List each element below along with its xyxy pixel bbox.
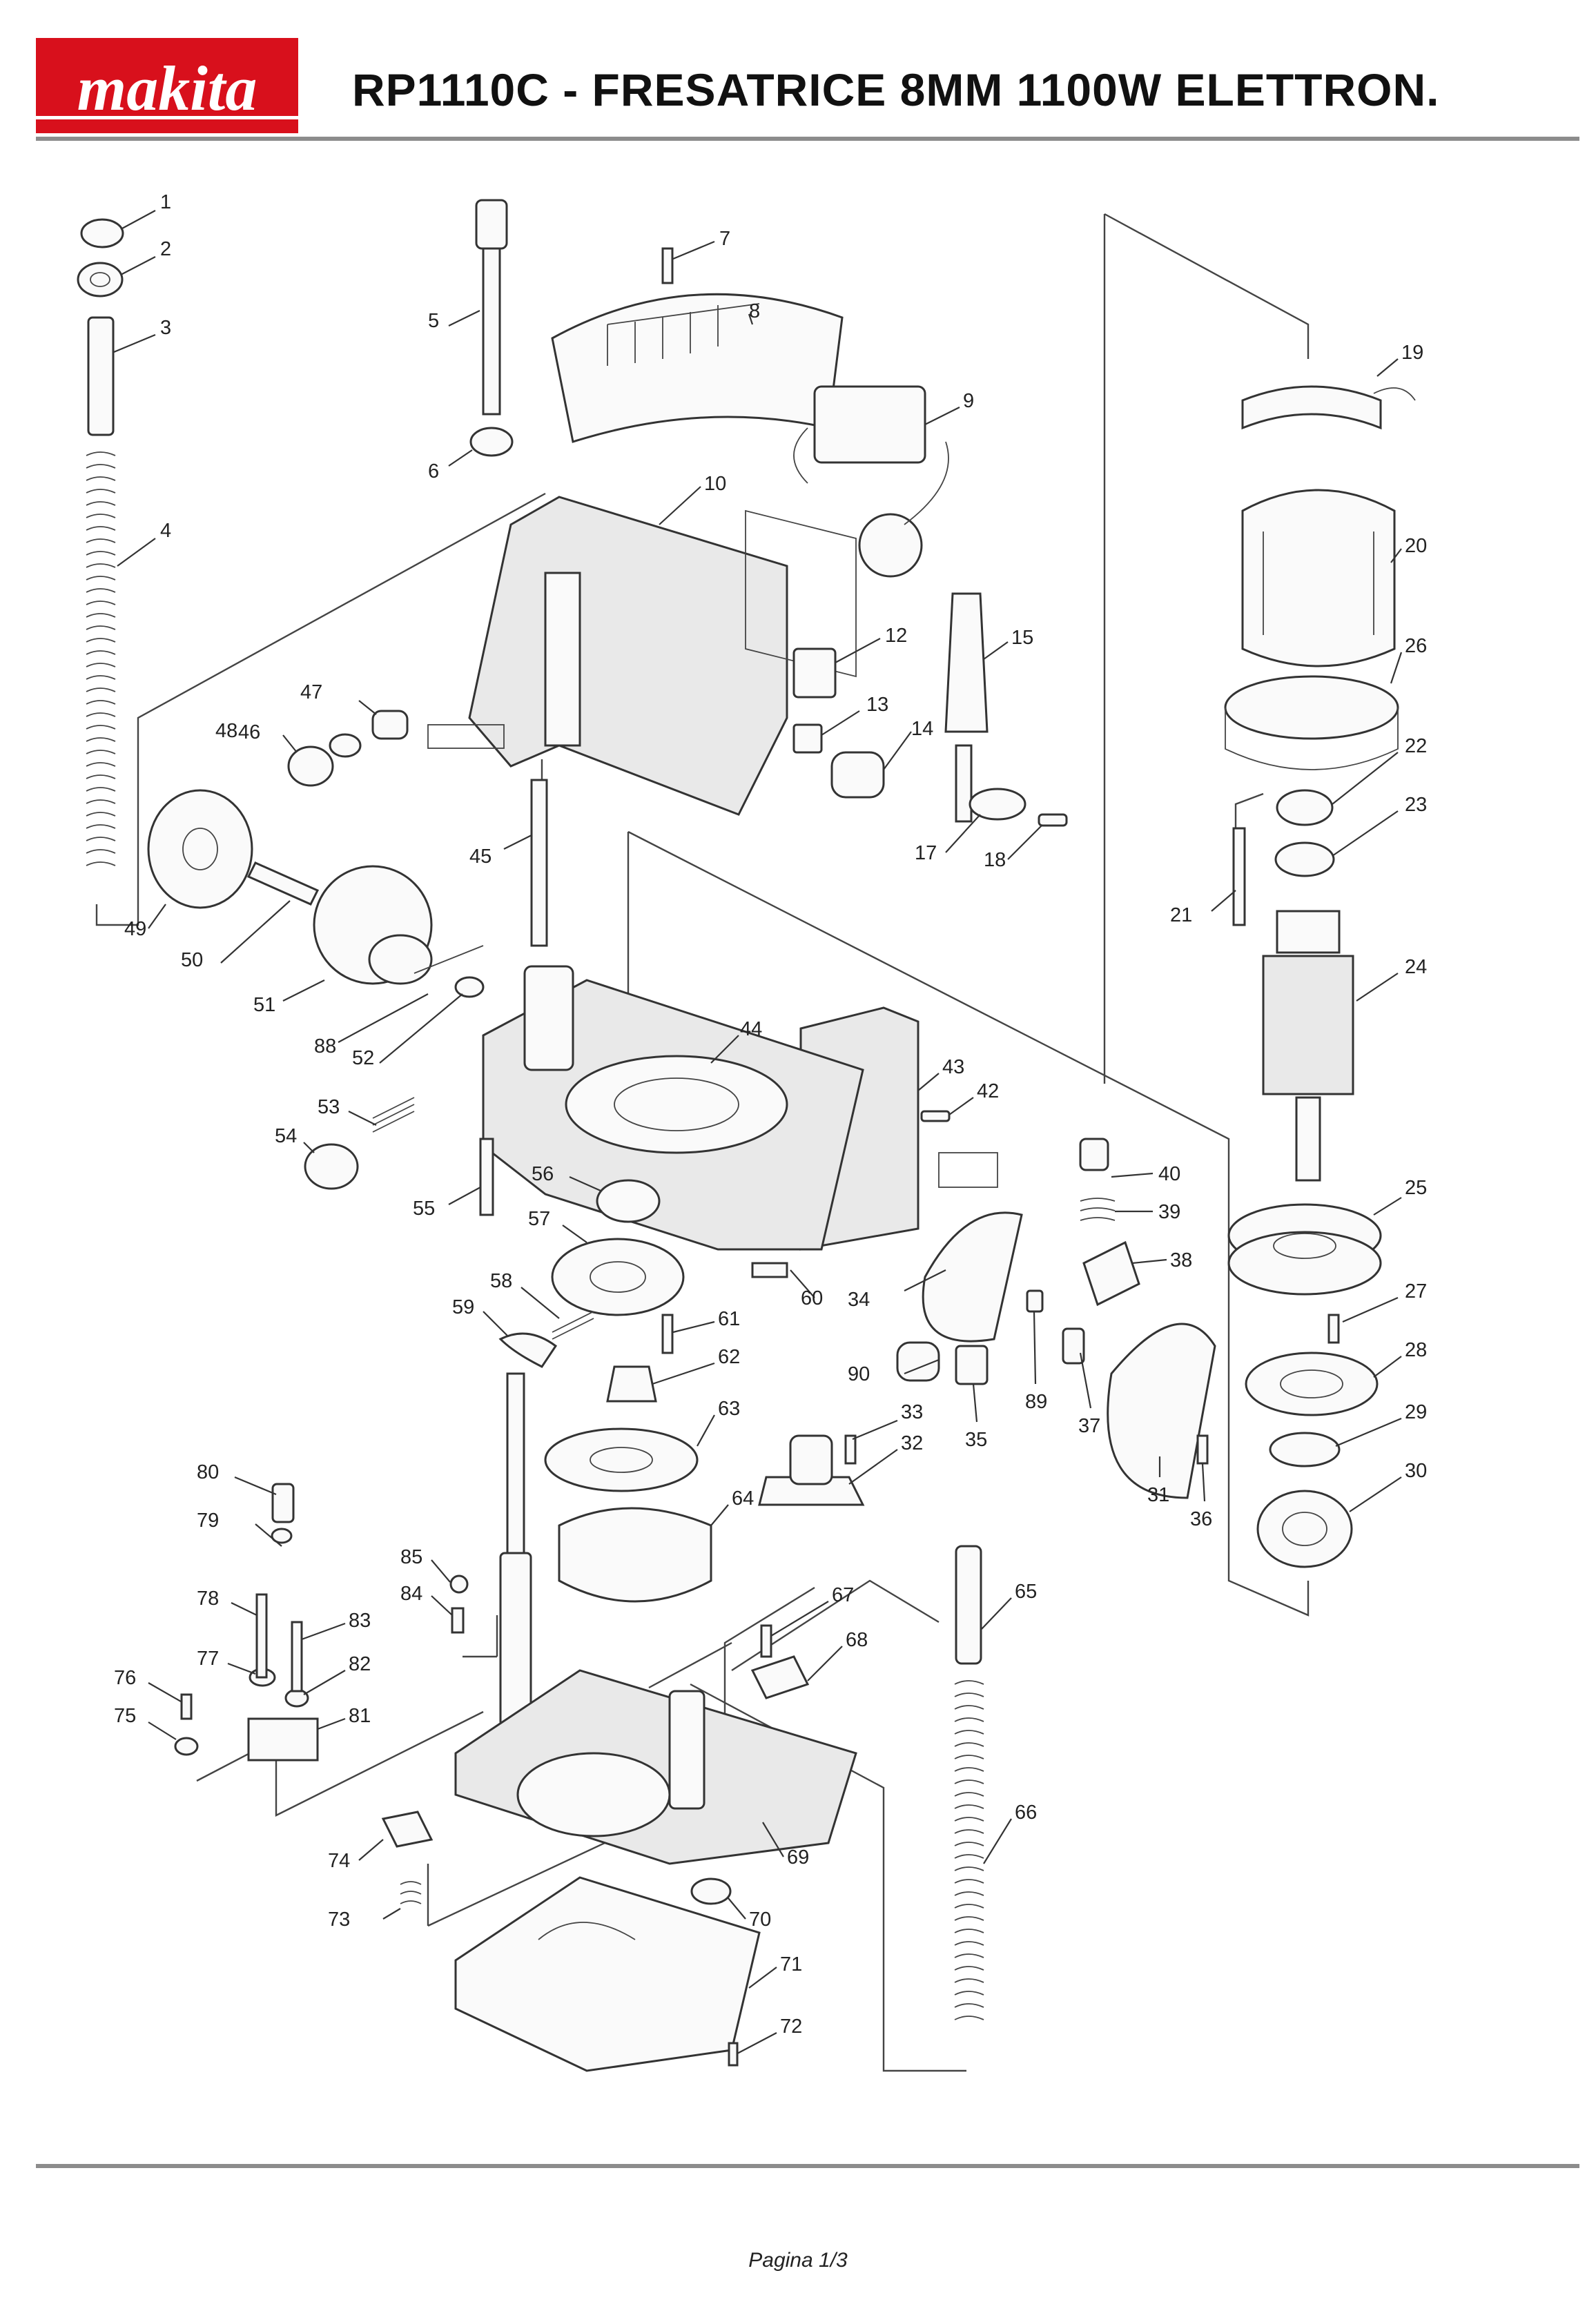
part-label: 28 (1405, 1339, 1427, 1361)
part-label: 6 (428, 460, 439, 482)
part-label: 71 (780, 1953, 802, 1976)
part-label: 29 (1405, 1401, 1427, 1423)
part-label: 34 (848, 1289, 870, 1311)
footer-rule (36, 2164, 1579, 2168)
part-label: 13 (866, 694, 888, 716)
part-label: 27 (1405, 1280, 1427, 1303)
part-label: 54 (275, 1125, 297, 1147)
assembly-frame-lines (95, 213, 1310, 2072)
part-label: 24 (1405, 956, 1427, 978)
part-label: 33 (901, 1401, 923, 1423)
part-label: 58 (490, 1270, 512, 1292)
part-label: 77 (197, 1648, 219, 1670)
part-label: 65 (1015, 1581, 1037, 1603)
part-label: 10 (704, 473, 726, 495)
part-label: 67 (832, 1584, 854, 1606)
part-label: 32 (901, 1432, 923, 1454)
part-label: 12 (885, 625, 907, 647)
part-label: 22 (1405, 735, 1427, 757)
part-label: 85 (400, 1546, 422, 1568)
part-label: 63 (718, 1398, 740, 1420)
header-rule (36, 137, 1579, 141)
part-label: 5 (428, 310, 439, 332)
page-title: RP1110C - FRESATRICE 8MM 1100W ELETTRON. (352, 64, 1440, 115)
part-label: 17 (915, 842, 937, 864)
part-label: 38 (1170, 1249, 1192, 1271)
part-label: 4 (160, 520, 171, 542)
part-label: 56 (532, 1163, 554, 1185)
part-label: 15 (1011, 627, 1033, 649)
leader-lines (113, 210, 1403, 2054)
part-label: 60 (801, 1287, 823, 1309)
part-label: 2 (160, 238, 171, 260)
part-label: 31 (1147, 1484, 1169, 1506)
part-label: 76 (114, 1667, 136, 1689)
part-label: 80 (197, 1461, 219, 1483)
part-label: 19 (1401, 342, 1423, 364)
part-label: 57 (528, 1208, 550, 1230)
part-label: 82 (349, 1653, 371, 1675)
part-label: 64 (732, 1487, 754, 1510)
part-label: 45 (469, 846, 492, 868)
part-label: 73 (328, 1909, 350, 1931)
svg-text:makita: makita (77, 53, 257, 124)
part-label: 81 (349, 1705, 371, 1727)
part-label: 21 (1170, 904, 1192, 926)
part-label: 37 (1078, 1415, 1100, 1437)
part-label: 9 (963, 390, 974, 412)
part-label: 46 (238, 721, 260, 743)
part-label: 44 (740, 1018, 762, 1040)
part-label: 72 (780, 2016, 802, 2038)
part-label: 61 (718, 1308, 740, 1330)
part-label: 74 (328, 1850, 350, 1872)
part-label: 89 (1025, 1391, 1047, 1413)
part-label: 53 (318, 1096, 340, 1118)
part-label: 75 (114, 1705, 136, 1727)
part-label: 25 (1405, 1177, 1427, 1199)
part-label: 79 (197, 1510, 219, 1532)
part-number-labels: 1 2 3 4 5 6 7 8 9 10 12 13 14 15 17 18 1… (114, 191, 1427, 2038)
part-label: 47 (300, 681, 322, 703)
page-number: Pagina 1/3 (748, 2249, 848, 2272)
part-label: 20 (1405, 535, 1427, 557)
parts-artwork (77, 199, 1416, 2072)
part-label: 18 (984, 849, 1006, 871)
part-label: 49 (124, 918, 146, 940)
part-label: 70 (749, 1909, 771, 1931)
part-label: 1 (160, 191, 171, 213)
part-label: 8 (749, 300, 760, 322)
part-label: 69 (787, 1846, 809, 1869)
part-label: 23 (1405, 794, 1427, 816)
part-label: 14 (911, 718, 933, 740)
part-label: 62 (718, 1346, 740, 1368)
part-label: 90 (848, 1363, 870, 1385)
part-label: 35 (965, 1429, 987, 1451)
part-label: 78 (197, 1588, 219, 1610)
part-label: 84 (400, 1583, 422, 1605)
makita-logo: makita (36, 38, 298, 133)
part-label: 50 (181, 949, 203, 971)
part-label: 39 (1158, 1201, 1180, 1223)
part-label: 66 (1015, 1802, 1037, 1824)
part-label: 26 (1405, 635, 1427, 657)
part-label: 68 (846, 1629, 868, 1651)
part-label: 40 (1158, 1163, 1180, 1185)
part-label: 88 (314, 1035, 336, 1057)
part-label: 52 (352, 1047, 374, 1069)
part-label: 7 (719, 228, 730, 250)
part-label: 51 (253, 994, 275, 1016)
part-label: 48 (215, 720, 237, 742)
part-label: 43 (942, 1056, 964, 1078)
part-label: 3 (160, 317, 171, 339)
part-label: 83 (349, 1610, 371, 1632)
part-label: 36 (1190, 1508, 1212, 1530)
part-label: 59 (452, 1296, 474, 1318)
part-label: 55 (413, 1198, 435, 1220)
part-label: 42 (977, 1080, 999, 1102)
part-label: 30 (1405, 1460, 1427, 1482)
